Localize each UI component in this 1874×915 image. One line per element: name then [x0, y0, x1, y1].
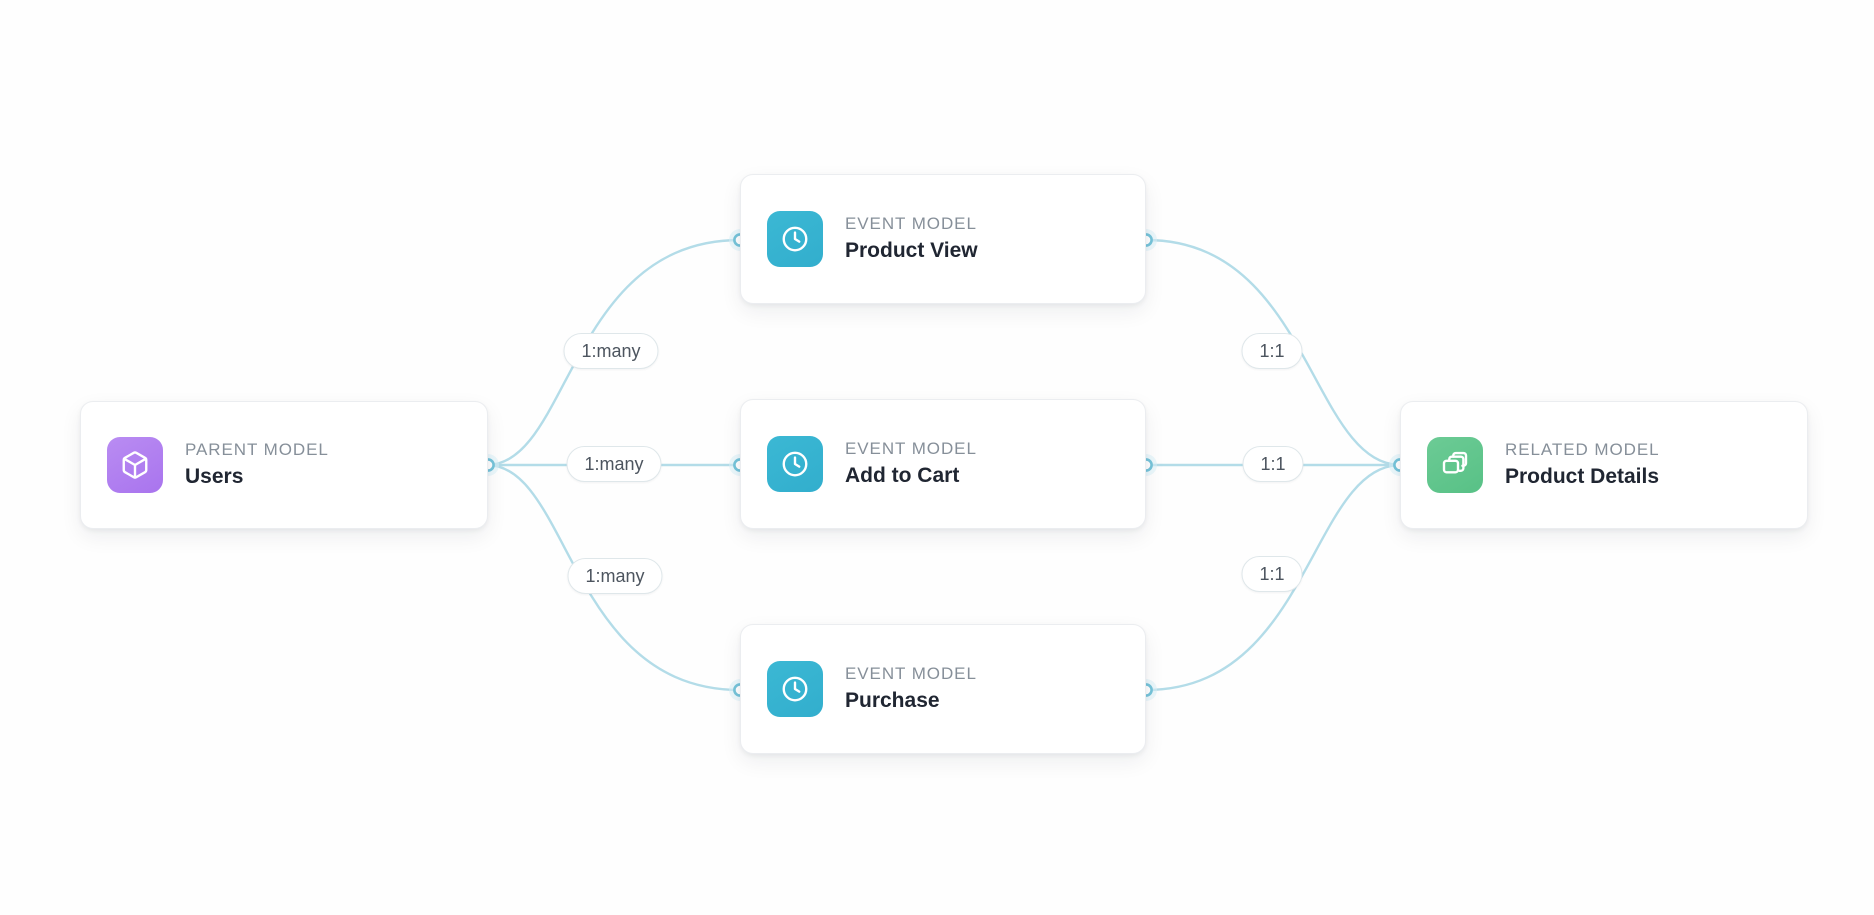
edge-label-product-view-to-related[interactable]: 1:1	[1241, 333, 1303, 369]
node-text-product-view: EVENT MODEL Product View	[845, 213, 978, 264]
clock-icon	[767, 211, 823, 267]
edge-label-purchase-to-related[interactable]: 1:1	[1241, 556, 1303, 592]
node-title-add-to-cart: Add to Cart	[845, 464, 960, 488]
clock-icon	[767, 661, 823, 717]
node-kicker-product-view: EVENT MODEL	[845, 214, 977, 234]
edge-label-users-to-add-to-cart[interactable]: 1:many	[566, 446, 662, 482]
cube-icon	[107, 437, 163, 493]
node-card-product-view[interactable]: EVENT MODEL Product View	[740, 174, 1146, 304]
node-kicker-related: RELATED MODEL	[1505, 440, 1660, 460]
node-card-purchase[interactable]: EVENT MODEL Purchase	[740, 624, 1146, 754]
node-title-product-view: Product View	[845, 239, 978, 263]
edge-label-users-to-product-view[interactable]: 1:many	[563, 333, 659, 369]
node-card-add-to-cart[interactable]: EVENT MODEL Add to Cart	[740, 399, 1146, 529]
node-kicker-parent: PARENT MODEL	[185, 440, 329, 460]
node-text-parent: PARENT MODEL Users	[185, 439, 329, 490]
layers-icon	[1427, 437, 1483, 493]
node-text-purchase: EVENT MODEL Purchase	[845, 663, 977, 714]
edge-label-users-to-purchase[interactable]: 1:many	[567, 558, 663, 594]
node-text-related: RELATED MODEL Product Details	[1505, 439, 1659, 490]
node-title-related: Product Details	[1505, 465, 1660, 489]
node-title-purchase: Purchase	[845, 689, 940, 713]
clock-icon	[767, 436, 823, 492]
node-card-related-model[interactable]: RELATED MODEL Product Details	[1400, 401, 1808, 529]
node-title-parent: Users	[185, 465, 244, 489]
node-kicker-purchase: EVENT MODEL	[845, 664, 977, 684]
edge-label-add-to-cart-to-related[interactable]: 1:1	[1242, 446, 1304, 482]
node-text-add-to-cart: EVENT MODEL Add to Cart	[845, 438, 977, 489]
node-card-parent-model[interactable]: PARENT MODEL Users	[80, 401, 488, 529]
node-kicker-add-to-cart: EVENT MODEL	[845, 439, 977, 459]
